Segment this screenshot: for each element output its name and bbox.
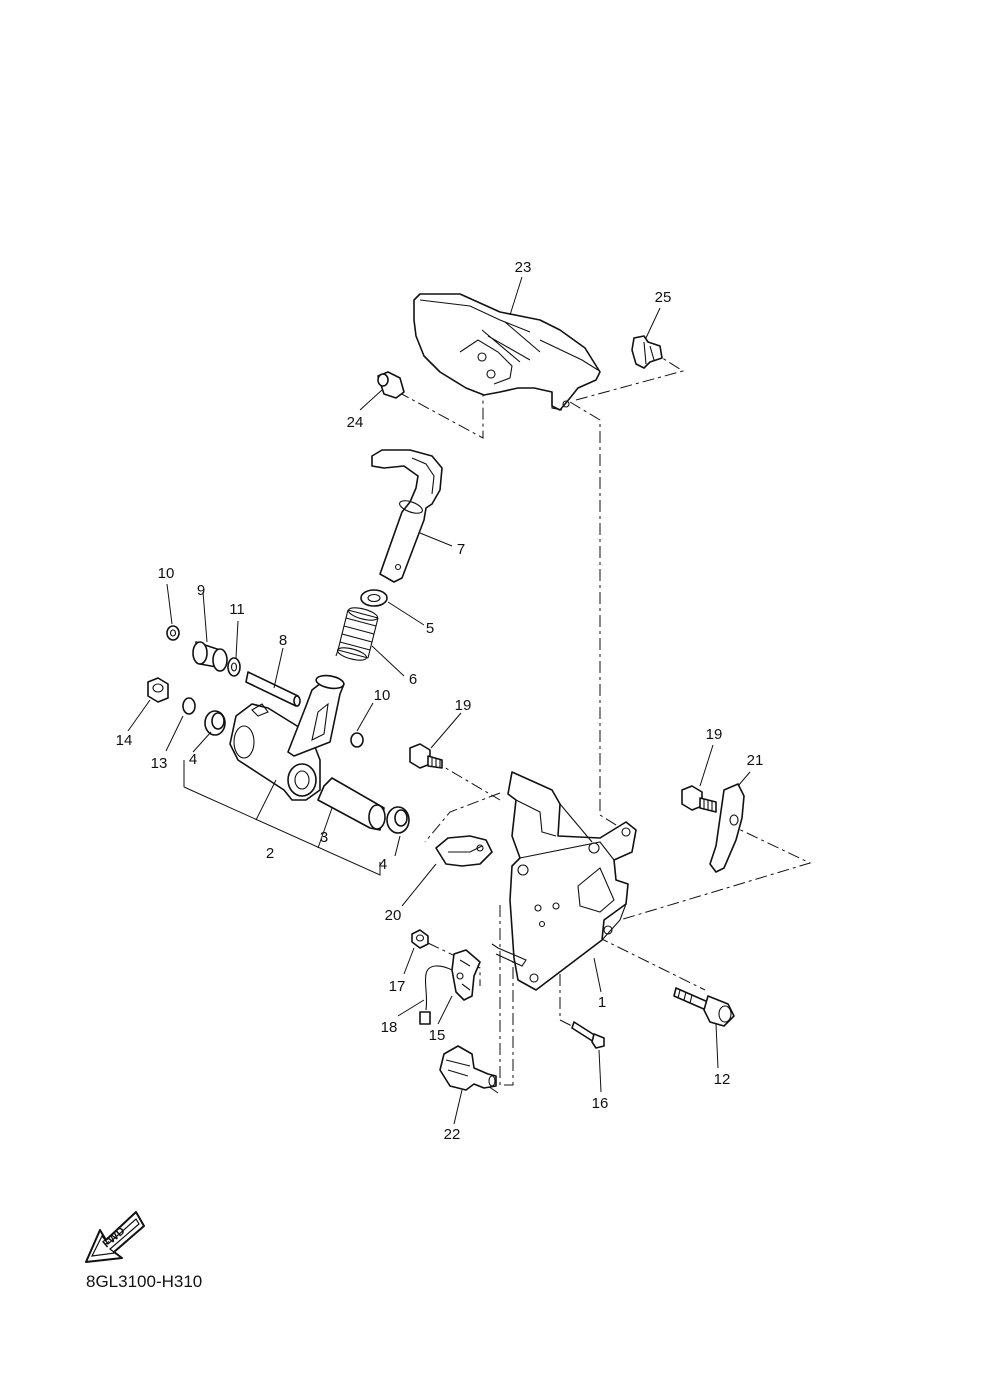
assembly-lines	[397, 353, 812, 1094]
part-7-lever	[371, 449, 443, 583]
part-8-pin	[245, 671, 301, 707]
part-13-washer	[182, 697, 196, 715]
leader-lines	[127, 276, 751, 1125]
part-22-clamp	[439, 1045, 497, 1091]
callout-19-right: 19	[706, 726, 723, 743]
callout-2: 2	[266, 845, 274, 862]
callout-10-lower: 10	[374, 687, 391, 704]
callout-18: 18	[381, 1019, 398, 1036]
callout-4-left: 4	[189, 751, 197, 768]
callout-6: 6	[409, 671, 417, 688]
fwd-arrow-icon: FWD	[85, 1211, 145, 1263]
callout-9: 9	[197, 582, 205, 599]
part-9-collar	[192, 641, 228, 672]
part-17-nut	[411, 929, 429, 949]
part-1-bracket	[507, 771, 637, 991]
group-bracket-2	[183, 760, 381, 876]
callout-11: 11	[229, 601, 245, 618]
callout-7: 7	[457, 541, 465, 558]
part-16-screw	[571, 1021, 605, 1049]
part-19-bolt-right	[681, 785, 717, 813]
part-14-nut	[147, 677, 169, 703]
callout-19-left: 19	[455, 697, 472, 714]
callout-12: 12	[714, 1071, 731, 1088]
callout-14: 14	[116, 732, 133, 749]
callout-15: 15	[429, 1027, 446, 1044]
part-21-plate	[709, 783, 745, 873]
part-24-collar	[377, 371, 405, 399]
callout-3: 3	[320, 829, 328, 846]
callout-4-right: 4	[379, 856, 387, 873]
callout-5: 5	[426, 620, 434, 637]
callout-24: 24	[347, 414, 364, 431]
part-2-lever-shaft	[229, 674, 345, 801]
callout-22: 22	[444, 1126, 461, 1143]
callout-17: 17	[389, 978, 406, 995]
part-3-collar-tube	[317, 777, 386, 831]
part-4-bushing-right	[386, 806, 410, 834]
part-5-washer	[360, 589, 388, 607]
part-11-washer	[227, 657, 241, 677]
callout-13: 13	[151, 755, 168, 772]
callout-labels: 1 2 3 4 4 5 6 7 8 9 10 10 11 12 13 14 15…	[116, 259, 764, 1143]
part-25-rivet	[631, 335, 663, 369]
callout-16: 16	[592, 1095, 609, 1112]
callout-10-upper: 10	[158, 565, 175, 582]
part-19-bolt-left	[409, 743, 443, 769]
part-4-bushing-left	[204, 710, 226, 736]
callout-25: 25	[655, 289, 672, 306]
part-10-circlip-lower	[350, 732, 364, 748]
part-6-spring	[335, 607, 379, 661]
part-23-cover	[413, 293, 601, 411]
callout-20: 20	[385, 907, 402, 924]
callout-23: 23	[515, 259, 532, 276]
callout-21: 21	[747, 752, 764, 769]
wire-hook	[491, 943, 527, 967]
part-18-lead-wire	[419, 965, 453, 1025]
callout-1: 1	[598, 994, 606, 1011]
part-12-bolt	[673, 987, 735, 1027]
part-10-circlip-upper	[166, 625, 180, 641]
part-15-switch	[451, 949, 481, 1001]
drawing-code: 8GL3100-H310	[86, 1272, 203, 1291]
part-20-clip	[435, 835, 493, 867]
callout-8: 8	[279, 632, 287, 649]
